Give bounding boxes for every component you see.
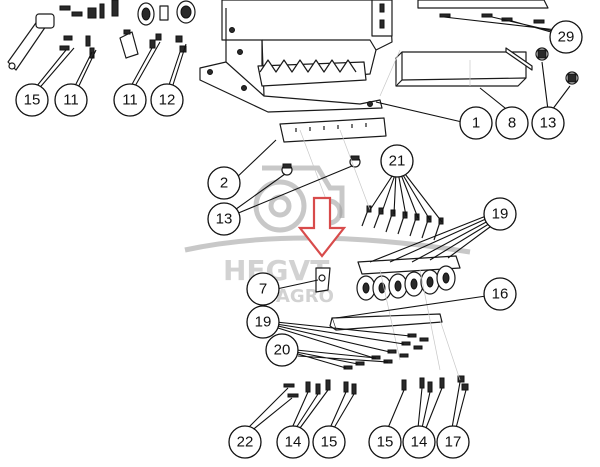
roller-assembly <box>356 255 461 301</box>
knob-right <box>535 47 579 85</box>
callout-15-bottom-left: 15 <box>312 425 346 459</box>
svg-text:17: 17 <box>445 434 462 451</box>
callout-19-lower: 19 <box>246 305 280 339</box>
svg-text:11: 11 <box>63 92 79 109</box>
svg-text:8: 8 <box>508 115 516 132</box>
svg-text:19: 19 <box>492 206 509 223</box>
callout-8: 8 <box>495 106 529 140</box>
mounting-bracket <box>119 29 139 59</box>
svg-text:15: 15 <box>321 434 338 451</box>
callout-22: 22 <box>228 425 262 459</box>
svg-text:21: 21 <box>389 153 406 170</box>
callout-11-left: 11 <box>54 83 88 117</box>
tray <box>395 47 533 87</box>
callout-12: 12 <box>150 83 184 117</box>
svg-text:22: 22 <box>237 434 254 451</box>
top-rail <box>417 0 549 24</box>
svg-text:1: 1 <box>472 115 480 132</box>
callout-29: 29 <box>549 20 583 54</box>
svg-text:14: 14 <box>411 434 428 451</box>
callout-19-upper: 19 <box>483 197 517 231</box>
callout-16: 16 <box>483 277 517 311</box>
svg-text:16: 16 <box>492 286 509 303</box>
pointer-arrow <box>297 196 347 258</box>
svg-text:19: 19 <box>255 314 272 331</box>
comb-plate <box>279 117 387 143</box>
callouts: 15 11 11 12 29 1 8 13 <box>15 20 583 459</box>
small-bolts-top <box>59 0 119 59</box>
projection-lines <box>299 49 471 381</box>
sealing-strip <box>329 313 443 331</box>
callout-20: 20 <box>265 333 299 367</box>
callout-14-left: 14 <box>276 425 310 459</box>
callout-1: 1 <box>459 106 493 140</box>
callout-2: 2 <box>207 166 241 200</box>
callout-14-right: 14 <box>402 425 436 459</box>
lower-bolts-right <box>401 375 469 393</box>
svg-text:11: 11 <box>122 92 138 109</box>
svg-text:20: 20 <box>274 342 291 359</box>
svg-text:7: 7 <box>259 281 267 298</box>
callout-15-top-left: 15 <box>15 83 49 117</box>
bearing-housings <box>137 0 196 53</box>
hopper-frame <box>199 0 393 113</box>
svg-text:14: 14 <box>285 434 302 451</box>
svg-text:15: 15 <box>24 92 41 109</box>
callout-17: 17 <box>436 425 470 459</box>
mid-bolt-rows <box>343 333 429 370</box>
callout-13-right: 13 <box>531 106 565 140</box>
lever-arm <box>7 13 55 71</box>
callout-7: 7 <box>246 272 280 306</box>
svg-text:12: 12 <box>159 92 176 109</box>
svg-text:13: 13 <box>540 115 557 132</box>
svg-text:13: 13 <box>216 211 233 228</box>
pins-21 <box>361 205 444 241</box>
callout-15-bottom-right: 15 <box>368 425 402 459</box>
svg-text:15: 15 <box>377 434 394 451</box>
callout-13-center: 13 <box>207 202 241 236</box>
svg-text:2: 2 <box>220 175 228 192</box>
knobs-13 <box>281 155 361 176</box>
callout-11-right: 11 <box>113 83 147 117</box>
small-bracket-7 <box>315 267 331 293</box>
callout-21: 21 <box>380 144 414 178</box>
svg-text:29: 29 <box>558 29 575 46</box>
